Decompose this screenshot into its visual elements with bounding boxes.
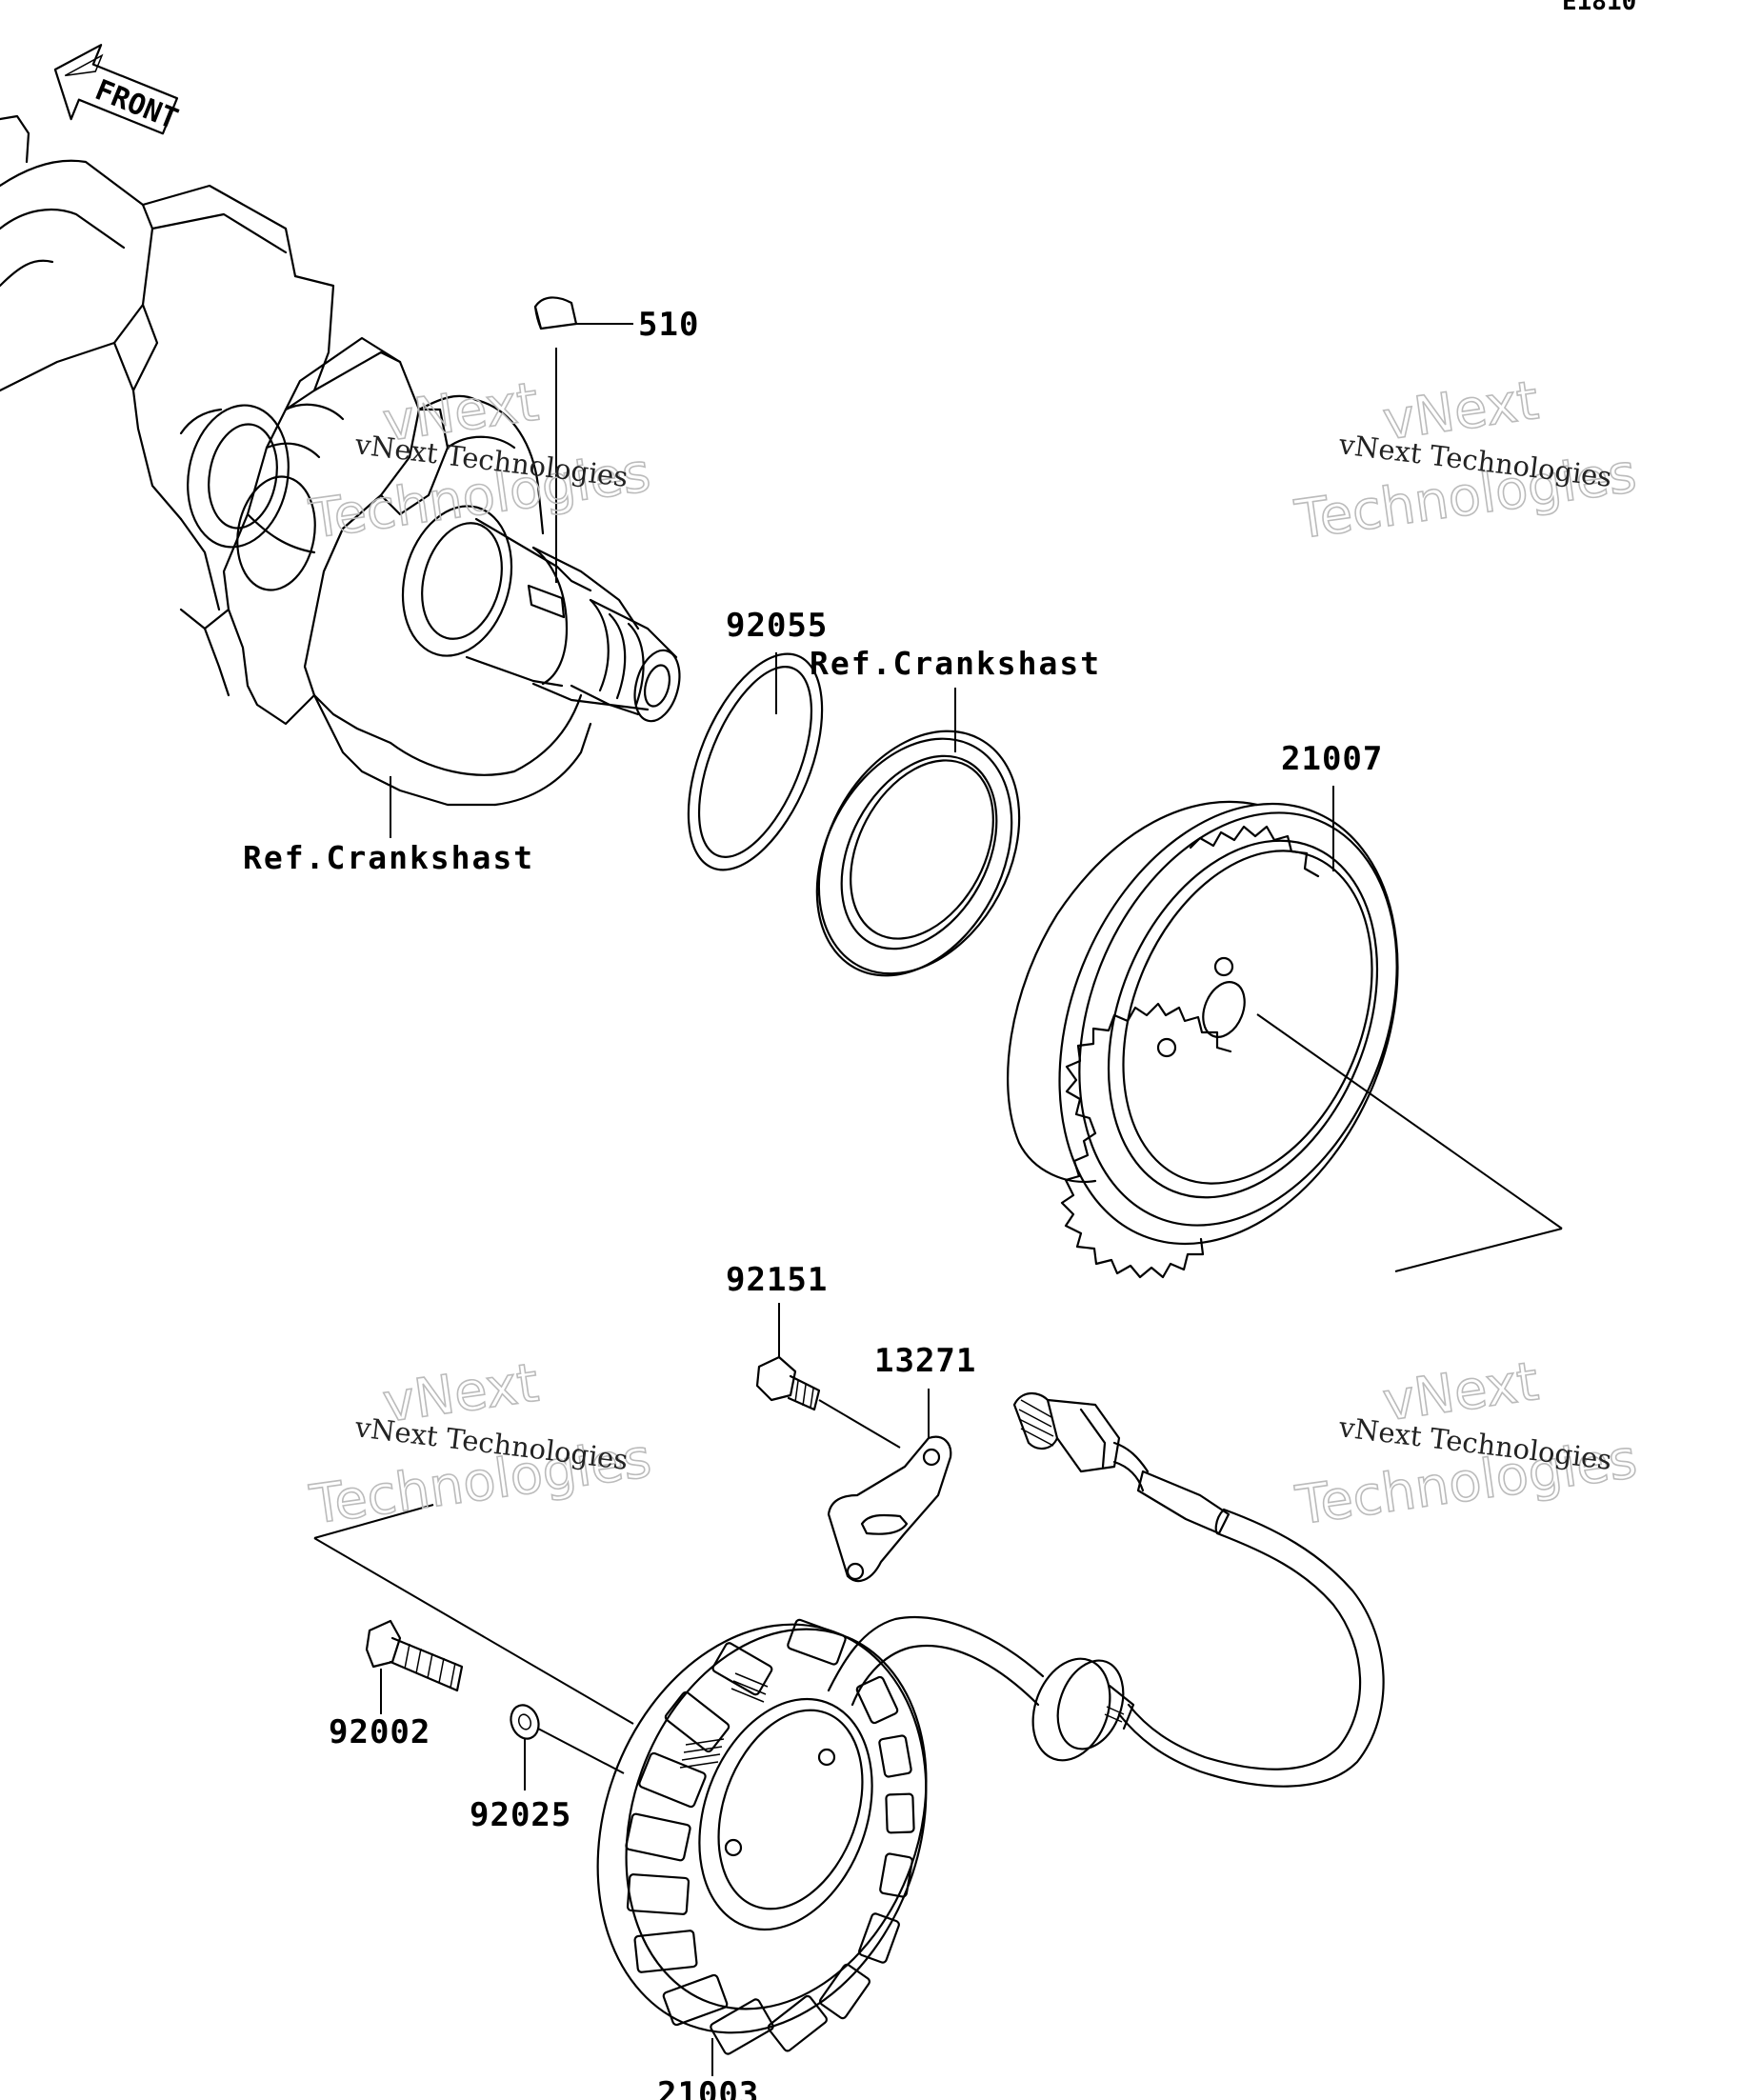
crankshaft-drawing [0, 114, 681, 807]
part-number-21007: 21007 [1281, 740, 1383, 778]
wiring-harness [827, 1392, 1385, 1788]
part-number-510: 510 [638, 306, 699, 344]
part-number-92025: 92025 [470, 1796, 571, 1834]
washer-part-92025 [510, 1704, 625, 1790]
part-number-21003: 21003 [657, 2075, 759, 2100]
part-number-13271: 13271 [874, 1342, 976, 1380]
part-number-92002: 92002 [329, 1713, 430, 1751]
part-number-92151: 92151 [726, 1261, 828, 1299]
collar-ref-crankshaft [815, 688, 1021, 977]
bolt-part-92002 [365, 1619, 464, 1714]
bolt-part-92151 [755, 1303, 901, 1449]
plate-part-13271 [827, 1389, 952, 1583]
stator-coils [625, 1618, 915, 2055]
part-number-92055: 92055 [726, 607, 828, 645]
key-part-510 [533, 296, 633, 583]
ref-crankshaft-left: Ref.Crankshast [243, 839, 534, 876]
oring-part-92055 [687, 652, 824, 871]
rotor-part-21007 [1007, 786, 1563, 1279]
diagram-code: E1810 [1562, 0, 1636, 16]
stator-part-21003 [313, 1504, 928, 2076]
front-arrow-icon: FRONT [53, 44, 183, 136]
ref-crankshaft-top: Ref.Crankshast [810, 645, 1101, 682]
